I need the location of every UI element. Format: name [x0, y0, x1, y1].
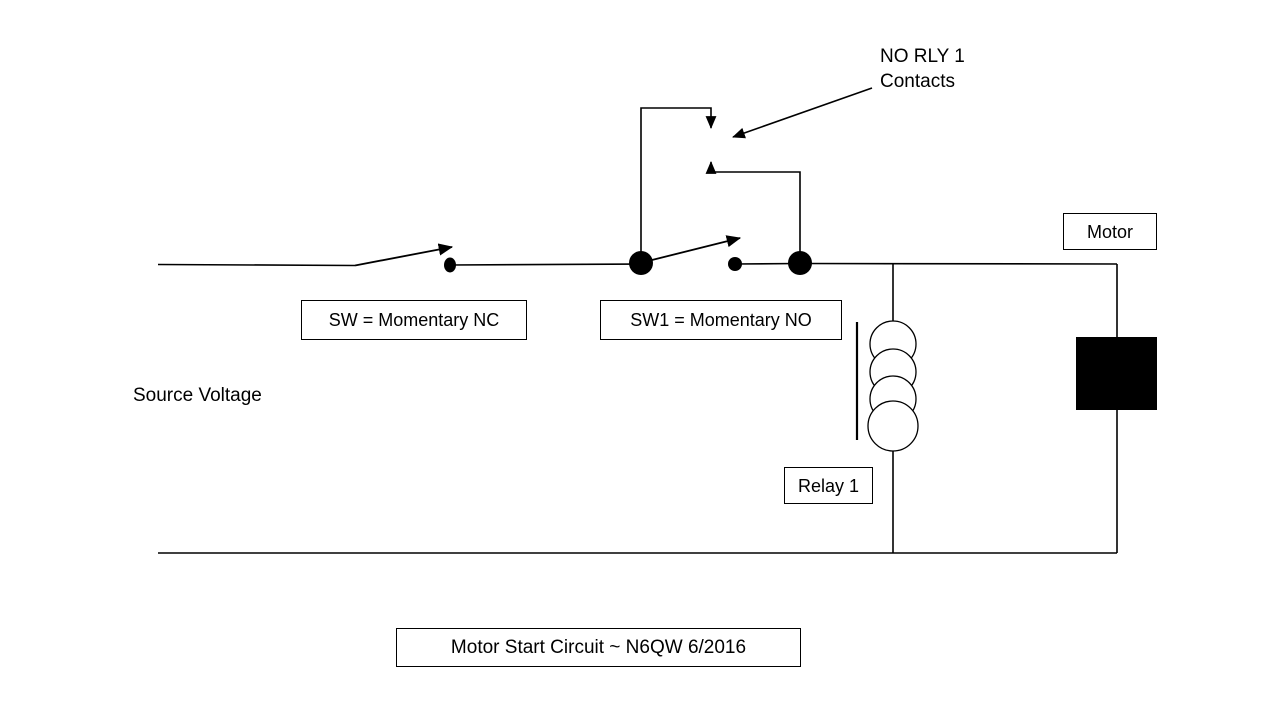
source-voltage-label: Source Voltage [133, 385, 262, 406]
wire-sw-nc-to-sw1 [449, 263, 642, 266]
no-rly-contacts-callout-arrow [732, 87, 873, 139]
switch-sw-nc-blade[interactable] [354, 243, 454, 267]
diagram-caption-box: Motor Start Circuit ~ N6QW 6/2016 [396, 628, 801, 667]
top-rail-right [799, 262, 1118, 265]
motor-block [1076, 337, 1157, 410]
no-rly-contacts-label: NO RLY 1 Contacts [880, 46, 965, 93]
source-voltage-top-rail [157, 263, 356, 267]
sw1-no-legend-box: SW1 = Momentary NO [600, 300, 842, 340]
relay1-label-box: Relay 1 [784, 467, 873, 504]
switch-sw1-no-pivot-dot [629, 251, 653, 275]
relay-coil-loop-4 [867, 400, 919, 452]
switch-sw1-no-blade[interactable] [647, 235, 742, 262]
relay-contact-right-node-dot [788, 251, 812, 275]
relay-contact-left-conductor [640, 107, 717, 262]
motor-label-box: Motor [1063, 213, 1157, 250]
relay-contact-right-conductor [705, 161, 801, 262]
sw-nc-legend-box: SW = Momentary NC [301, 300, 527, 340]
